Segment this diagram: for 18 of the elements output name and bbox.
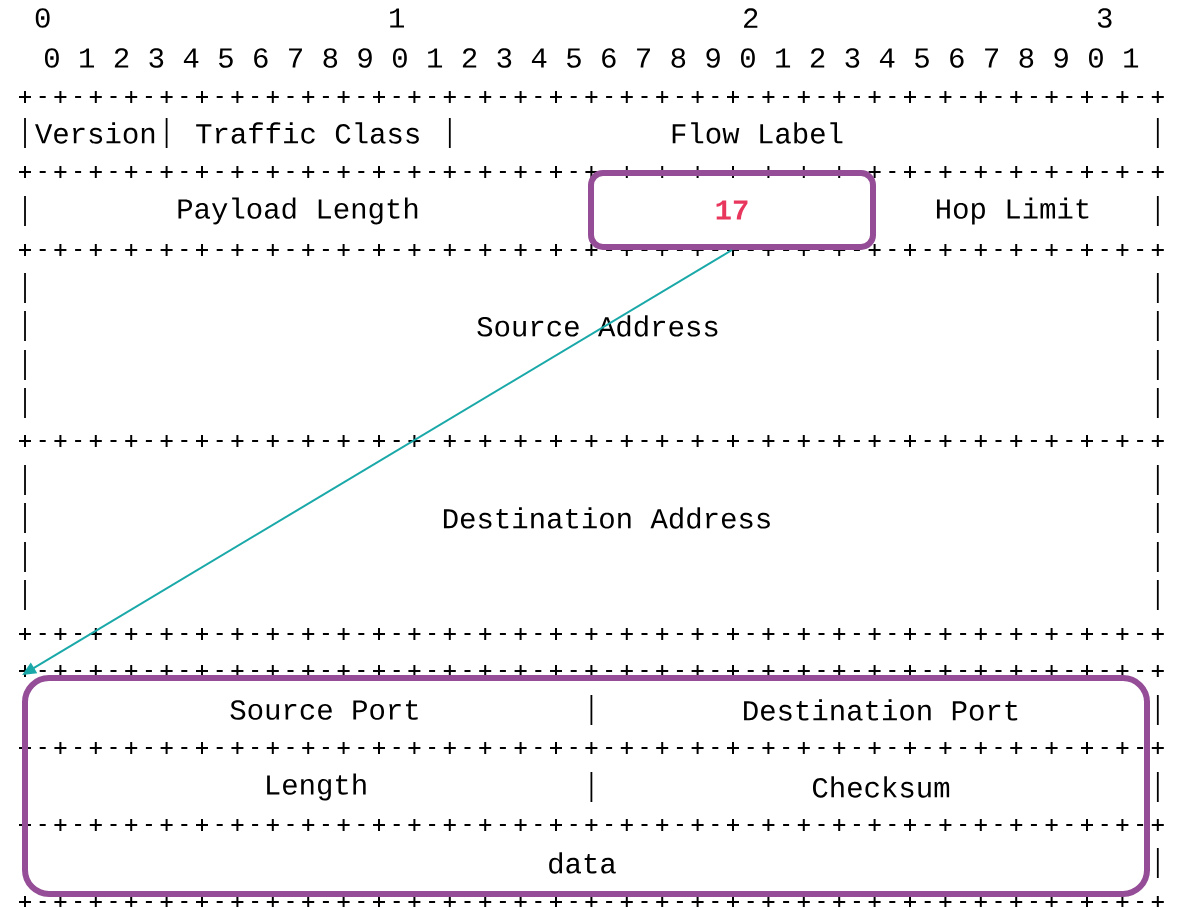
field-label: Destination Port bbox=[740, 698, 1022, 722]
field-label: Payload Length bbox=[175, 196, 421, 226]
highlight-box: 17 bbox=[588, 170, 876, 250]
field-label: data bbox=[546, 851, 618, 875]
field-label: Destination Address bbox=[440, 506, 774, 530]
field-label: Traffic Class bbox=[194, 121, 423, 145]
field-label: Hop Limit bbox=[933, 196, 1093, 226]
field-label: Version bbox=[33, 121, 158, 145]
field-label: Length bbox=[262, 772, 370, 802]
field-label: Checksum bbox=[810, 775, 952, 799]
bit-number-row: 0 1 2 3 4 5 6 7 8 9 0 1 2 3 4 5 6 7 8 9 0 1 2 3 4 5 6 7 8 9 0 1 bbox=[45, 48, 1139, 68]
bit-number: 0 bbox=[35, 8, 50, 28]
field-label: Source Port bbox=[228, 699, 422, 721]
bit-number: 2 bbox=[744, 8, 758, 28]
bit-number: 3 bbox=[1097, 8, 1112, 28]
bit-number: 1 bbox=[390, 8, 404, 28]
field-label: Flow Label bbox=[669, 121, 845, 145]
highlight-box bbox=[22, 675, 1150, 897]
